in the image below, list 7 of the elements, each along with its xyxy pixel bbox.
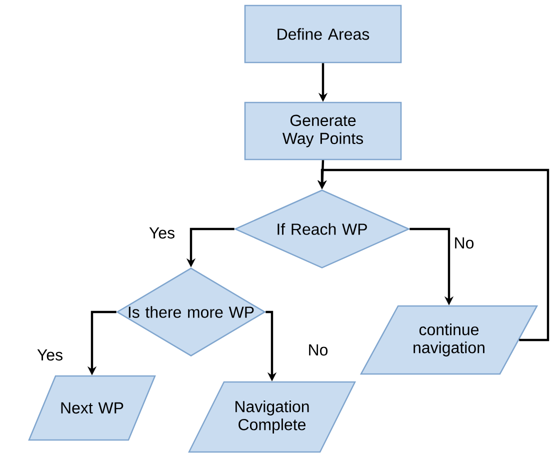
data-parallelogram: Next WP (28, 375, 156, 441)
edge-label: Yes (148, 226, 176, 240)
process-box: Generate Way Points (244, 102, 402, 160)
edge-label: Yes (36, 348, 64, 362)
edge-label: No (306, 343, 330, 357)
process-box: Define Areas (244, 4, 402, 64)
edge-label: No (452, 236, 476, 250)
